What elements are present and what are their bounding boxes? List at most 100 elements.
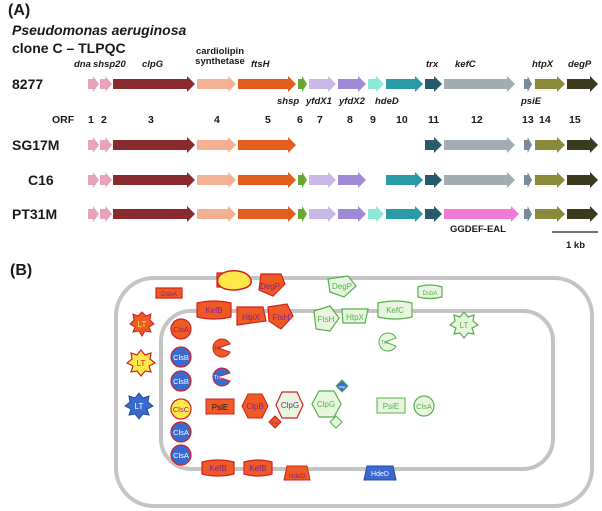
svg-text:DsbA: DsbA	[161, 291, 178, 298]
gene-arrow-y1-row1	[309, 76, 336, 92]
svg-text:HdeD: HdeD	[371, 471, 389, 478]
svg-text:Trx: Trx	[214, 346, 222, 352]
gene-arrow-psie-row2	[524, 137, 532, 153]
svg-text:KefB: KefB	[209, 464, 226, 473]
lt-blue-star: LT	[124, 392, 154, 420]
svg-text:PsiE: PsiE	[212, 403, 228, 412]
clsa-green-circle: ClsA	[413, 395, 435, 417]
gene-arrow-trx-row2	[425, 137, 442, 153]
svg-text:hsp: hsp	[339, 384, 346, 389]
gene-label-cardiolipin-2: synthetase	[195, 56, 245, 67]
svg-text:ClsA: ClsA	[173, 325, 189, 334]
svg-text:KefC: KefC	[386, 306, 404, 315]
gene-arrow-trx-row3	[425, 172, 442, 188]
gene-arrow-kefC-row1	[444, 76, 515, 92]
gene-arrow-clpG-row1	[113, 76, 195, 92]
gene-label-cardiolipin: cardiolipin synthetase	[192, 47, 248, 67]
orf-number: 8	[347, 114, 353, 126]
gene-label-degp: degP	[568, 59, 592, 70]
orf-number: 1	[88, 114, 94, 126]
svg-text:Trx: Trx	[214, 375, 222, 381]
svg-text:HtpX: HtpX	[346, 313, 364, 322]
clsa-blue-circle-2: ClsA	[170, 444, 192, 466]
orf-number: 15	[569, 114, 581, 126]
gene-arrow-psie-row1	[524, 76, 532, 92]
ftsh-red-shape: FtsH	[267, 303, 294, 330]
gene-arrows	[88, 76, 598, 233]
gene-label-ftsh: ftsH	[251, 59, 270, 70]
svg-text:Trx: Trx	[381, 340, 389, 346]
gene-arrow-shsp20-row1	[100, 76, 112, 92]
gene-arrow-kefC-row2	[444, 137, 515, 153]
gene-arrow-shsp-row3	[298, 172, 307, 188]
gene-label-kefc: kefC	[455, 59, 476, 70]
gene-arrow-card-row3	[197, 172, 236, 188]
htpx-green-shape: HtpX	[341, 308, 369, 324]
gene-label-dna: dna	[74, 59, 91, 70]
lt-orange-star: LT	[129, 311, 155, 337]
svg-text:FtsH: FtsH	[318, 315, 335, 324]
strain-label-8277: 8277	[12, 76, 44, 92]
hded-red-trapezoid: HdeD	[283, 465, 311, 481]
svg-text:ClsC: ClsC	[173, 405, 190, 414]
yellow-ellipse-shape	[216, 270, 252, 291]
gene-arrow-clpG-row2	[113, 137, 195, 153]
gene-arrow-trx-row1	[425, 76, 442, 92]
gene-arrow-hded-row4	[368, 206, 384, 222]
gene-arrow-ftsH-row2	[238, 137, 296, 153]
gene-arrow-y1-row4	[309, 206, 336, 222]
gene-arrow-dna-row3	[88, 172, 99, 188]
htpx-red-shape: HtpX	[236, 306, 267, 326]
orf-number: 10	[396, 114, 408, 126]
orf-number: 11	[428, 114, 440, 126]
orf-number: 14	[539, 114, 551, 126]
gene-arrow-shsp20-row2	[100, 137, 112, 153]
gene-arrow-y1-row3	[309, 172, 336, 188]
ftsh-green-shape: FtsH	[313, 305, 340, 332]
orf-number: 9	[370, 114, 376, 126]
gene-arrow-psie-row4	[524, 206, 532, 222]
scale-bar-label: 1 kb	[566, 240, 586, 251]
kefc-green-shape: KefC	[377, 300, 413, 320]
svg-text:ClsB: ClsB	[173, 377, 189, 386]
kefb-bottom-2: KefB	[243, 459, 273, 477]
orf-number: 12	[471, 114, 483, 126]
gene-label-shsp20: shsp20	[93, 59, 126, 70]
trx-red-pacman: Trx	[212, 338, 231, 358]
panel-b-label: (B)	[10, 262, 33, 279]
svg-text:PsiE: PsiE	[383, 402, 399, 411]
svg-text:DegP: DegP	[332, 282, 352, 291]
orf-number: 4	[214, 114, 220, 126]
gene-arrow-dna-row1	[88, 76, 99, 92]
gene-arrow-kefC-row3	[444, 172, 515, 188]
gene-arrow-clpG-row4	[113, 206, 195, 222]
lon-red-diamond: Lon	[268, 415, 282, 429]
orf-number: 5	[265, 114, 271, 126]
orf-number: 13	[522, 114, 534, 126]
outer-membrane	[114, 276, 594, 508]
dsba-red-shape: DsbA	[155, 287, 183, 299]
gene-arrow-ggdef-row4	[444, 206, 519, 222]
gene-arrow-hded-row1	[368, 76, 384, 92]
gene-arrow-card-row2	[197, 137, 236, 153]
gene-arrow-clpG-row3	[113, 172, 195, 188]
degp-green-shape: DegP	[327, 275, 357, 298]
gene-label-clpg: clpG	[142, 59, 164, 70]
clpb-red-hexagon: ClpB	[241, 393, 269, 419]
hsp-blue-diamond: hsp	[335, 379, 349, 393]
gene-label-yfdx1: yfdX1	[306, 96, 332, 107]
svg-text:HdeD: HdeD	[289, 473, 306, 480]
orf-number: 7	[317, 114, 323, 126]
gene-arrow-teal-row3	[386, 172, 423, 188]
clsb-blue-circle-2: ClsB	[170, 370, 192, 392]
orf-prefix: ORF	[52, 114, 75, 126]
gene-arrow-card-row4	[197, 206, 236, 222]
svg-text:ClsB: ClsB	[173, 353, 189, 362]
gene-arrow-shsp-row1	[298, 76, 307, 92]
svg-text:KefB: KefB	[249, 464, 266, 473]
gene-arrow-dna-row4	[88, 206, 99, 222]
gene-label-trx: trx	[426, 59, 439, 70]
gene-arrow-dna-row2	[88, 137, 99, 153]
clsa-blue-circle-1: ClsA	[170, 421, 192, 443]
